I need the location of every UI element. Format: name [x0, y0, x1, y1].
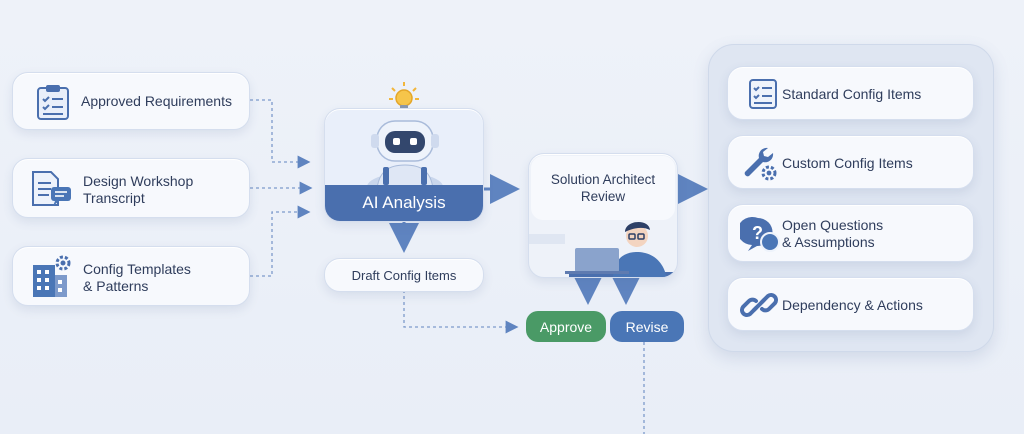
- input-label-transcript: Design Workshop Transcript: [83, 173, 194, 206]
- connector-requirements-to-ai: [250, 99, 311, 169]
- review-card[interactable]: Solution Architect Review: [528, 153, 678, 278]
- output-label-dependency: Dependency & Actions: [782, 297, 923, 313]
- clipboard-checklist-icon: [37, 85, 69, 120]
- input-label-requirements: Approved Requirements: [81, 93, 232, 109]
- output-card-standard[interactable]: Standard Config Items: [727, 66, 974, 120]
- connector-templates-to-ai: [250, 205, 311, 277]
- output-card-custom[interactable]: Custom Config Items: [727, 135, 974, 189]
- building-gear-icon: [33, 255, 71, 297]
- revise-button[interactable]: Revise: [610, 311, 684, 342]
- input-card-transcript[interactable]: Design Workshop Transcript: [12, 158, 250, 218]
- review-title-box: Solution Architect Review: [531, 156, 675, 220]
- checklist-icon: [749, 79, 777, 109]
- ai-analysis-card[interactable]: AI Analysis: [324, 108, 484, 222]
- output-label-standard: Standard Config Items: [782, 86, 922, 102]
- draft-config-label: Draft Config Items: [351, 267, 457, 283]
- input-label-templates: Config Templates & Patterns: [83, 261, 191, 294]
- revise-label: Revise: [625, 318, 669, 335]
- chain-link-icon: [740, 293, 778, 317]
- document-chat-icon: [32, 171, 71, 206]
- connector-draft-to-approve: [403, 290, 519, 334]
- svg-text:?: ?: [752, 223, 763, 243]
- robot-icon: [367, 120, 443, 189]
- input-card-requirements[interactable]: Approved Requirements: [12, 72, 250, 130]
- output-card-dependency[interactable]: Dependency & Actions: [727, 277, 974, 331]
- lightbulb-icon: [389, 82, 419, 111]
- review-label: Solution Architect Review: [550, 172, 656, 204]
- draft-config-card[interactable]: Draft Config Items: [324, 258, 484, 292]
- output-card-questions[interactable]: ? Open Questions & Assumptions: [727, 204, 974, 262]
- architect-at-laptop-icon: [529, 221, 677, 277]
- output-label-questions: Open Questions & Assumptions: [782, 217, 884, 250]
- approve-label: Approve: [539, 318, 593, 335]
- ai-analysis-band: AI Analysis: [325, 185, 483, 221]
- ai-analysis-label: AI Analysis: [362, 193, 446, 212]
- input-card-templates[interactable]: Config Templates & Patterns: [12, 246, 250, 306]
- wrench-gear-icon: [744, 147, 777, 181]
- approve-button[interactable]: Approve: [526, 311, 606, 342]
- question-bubble-icon: ?: [740, 217, 780, 252]
- output-label-custom: Custom Config Items: [782, 155, 913, 171]
